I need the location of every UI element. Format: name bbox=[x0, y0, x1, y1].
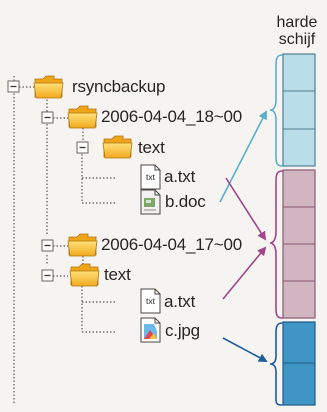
tree-item-text2[interactable]: text bbox=[104, 265, 131, 284]
hard-disk bbox=[282, 53, 316, 406]
folder-icon bbox=[102, 135, 133, 159]
svg-text:txt: txt bbox=[146, 172, 156, 182]
tree-item-text1[interactable]: text bbox=[138, 138, 165, 157]
tree-connectors bbox=[13, 76, 115, 405]
brace-top bbox=[269, 54, 283, 167]
expander-root[interactable] bbox=[7, 80, 20, 93]
expander-text2[interactable] bbox=[41, 269, 54, 282]
file-b-doc[interactable]: b.doc bbox=[165, 192, 206, 211]
expander-text1[interactable] bbox=[76, 141, 89, 154]
folder-icon bbox=[33, 75, 64, 99]
folder-icon bbox=[67, 105, 98, 129]
file-a-txt-1[interactable]: a.txt bbox=[164, 167, 196, 186]
tree-item-rsyncbackup[interactable]: rsyncbackup bbox=[72, 77, 166, 96]
doc-file-icon bbox=[140, 189, 161, 215]
svg-text:txt: txt bbox=[146, 296, 156, 306]
tree-item-snapshot1[interactable]: 2006-04-04_18~00 bbox=[101, 107, 242, 126]
folder-icon bbox=[69, 263, 100, 287]
txt-file-icon: txt bbox=[140, 164, 161, 190]
brace-bottom bbox=[269, 322, 283, 406]
disk-title: harde schijf bbox=[268, 14, 326, 48]
brace-middle bbox=[269, 170, 283, 319]
arrow-teal bbox=[219, 110, 267, 203]
folder-icon bbox=[67, 233, 98, 257]
disk-title-line1: harde bbox=[276, 14, 318, 31]
txt-file-icon: txt bbox=[140, 288, 161, 314]
arrow-magenta-lower bbox=[222, 246, 267, 300]
file-c-jpg[interactable]: c.jpg bbox=[165, 321, 200, 340]
arrow-blue bbox=[222, 337, 268, 362]
arrow-magenta-upper bbox=[225, 177, 267, 241]
disk-title-line2: schijf bbox=[278, 31, 316, 48]
expander-snapshot1[interactable] bbox=[41, 111, 54, 124]
file-a-txt-2[interactable]: a.txt bbox=[164, 292, 196, 311]
image-file-icon bbox=[140, 317, 161, 343]
tree-item-snapshot2[interactable]: 2006-04-04_17~00 bbox=[101, 235, 242, 254]
expander-snapshot2[interactable] bbox=[41, 239, 54, 252]
